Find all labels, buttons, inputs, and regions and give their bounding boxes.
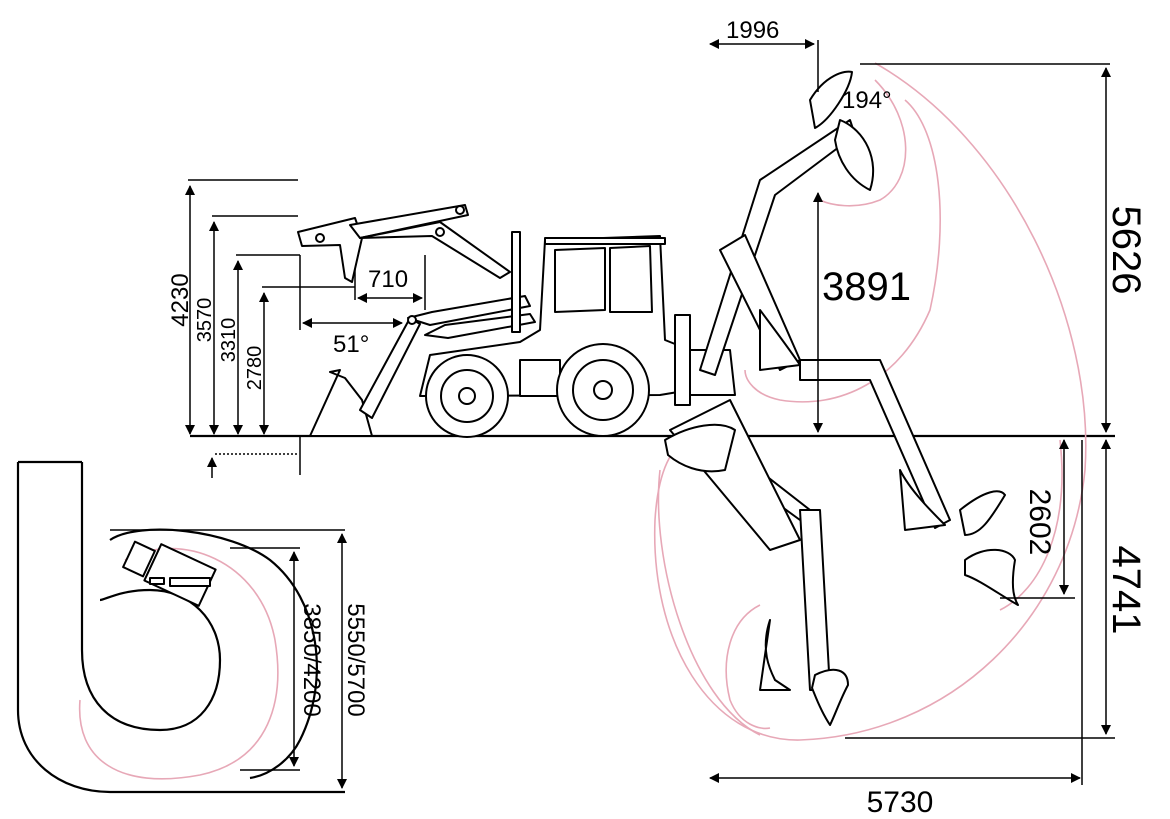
turning-circle-diagram [16, 460, 347, 794]
reach-710-label: 710 [368, 266, 408, 293]
height-2780-label: 2780 [244, 346, 266, 391]
angle-194-label: 194° [842, 87, 892, 114]
loader-height-dimensions [185, 179, 426, 478]
reach-1996-label: 1996 [726, 17, 779, 44]
backhoe-arm-raised [699, 70, 875, 376]
backhoe-dimensions [709, 39, 1115, 785]
height-3570-label: 3570 [194, 298, 216, 343]
turn-5550-5700-label: 5550/5700 [342, 603, 369, 716]
height-3310-label: 3310 [218, 318, 240, 363]
height-5626-label: 5626 [1104, 206, 1148, 295]
front-loader-lowered [309, 295, 536, 437]
backhoe-arm-deep [664, 399, 849, 726]
front-wheel [425, 354, 509, 438]
turn-3850-4200-label: 3850/4200 [298, 603, 325, 716]
top-view-machine [122, 540, 217, 607]
angle-51-label: 51° [333, 331, 369, 358]
height-3891-label: 3891 [822, 265, 911, 309]
front-loader-raised [297, 204, 511, 283]
rear-wheel [556, 343, 650, 437]
backhoe-arm-digging [799, 359, 1019, 606]
height-4230-label: 4230 [167, 273, 194, 326]
depth-2602-label: 2602 [1023, 489, 1056, 556]
reach-envelope-arcs [653, 62, 1087, 741]
depth-4741-label: 4741 [1104, 546, 1148, 635]
reach-5730-label: 5730 [867, 786, 934, 819]
